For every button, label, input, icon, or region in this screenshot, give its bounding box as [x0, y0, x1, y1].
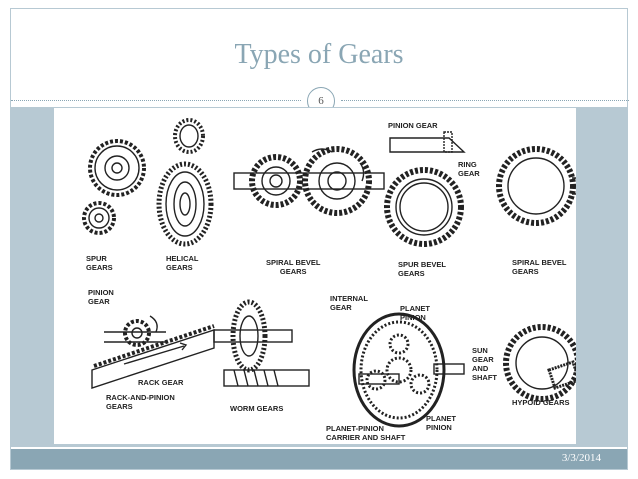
spiral-bevel-pair-drawing [233, 146, 385, 216]
rack-and-pinion-drawing [91, 315, 215, 389]
helical-gears-drawing [156, 118, 214, 247]
label-ring-gear: RING GEAR [458, 160, 480, 178]
title-divider-left [11, 100, 301, 101]
label-pinion-gear-top: PINION GEAR [388, 121, 438, 130]
spur-bevel-gears-drawing [384, 131, 466, 247]
label-spur-bevel-gears: SPUR BEVEL GEARS [398, 260, 446, 278]
label-helical-gears: HELICAL GEARS [166, 254, 199, 272]
label-spiral-bevel-pair: SPIRAL BEVEL GEARS [266, 258, 321, 276]
label-pinion-gear-rack: PINION GEAR [88, 288, 114, 306]
label-worm-gears: WORM GEARS [230, 404, 284, 413]
content-panel: SPUR GEARS HELICAL GEARS SPIRAL BEVEL GE… [11, 107, 627, 447]
spiral-bevel-single-drawing [496, 146, 576, 226]
label-rack-gear: RACK GEAR [138, 378, 184, 387]
gear-drawings [82, 118, 576, 428]
label-hypoid-gears: HYPOID GEARS [512, 398, 570, 407]
worm-gears-drawing [213, 299, 310, 387]
label-spiral-bevel-single: SPIRAL BEVEL GEARS [512, 258, 567, 276]
gear-types-illustration: SPUR GEARS HELICAL GEARS SPIRAL BEVEL GE… [54, 108, 576, 444]
label-rack-and-pinion-gears: RACK-AND-PINION GEARS [106, 393, 175, 411]
slide: Types of Gears 6 [10, 8, 629, 470]
hypoid-gears-drawing [503, 324, 576, 402]
footer-bar: 3/3/2014 [11, 449, 627, 469]
footer-date: 3/3/2014 [561, 452, 601, 464]
label-planet-pinion-top: PLANET PINION [400, 304, 430, 322]
slide-title: Types of Gears [234, 39, 404, 70]
spur-gears-drawing [82, 139, 146, 235]
label-spur-gears: SPUR GEARS [86, 254, 113, 272]
label-planet-pinion-carrier: PLANET-PINION CARRIER AND SHAFT [326, 424, 406, 442]
label-sun-gear-and-shaft: SUN GEAR AND SHAFT [472, 346, 497, 382]
label-planet-pinion-bottom: PLANET PINION [426, 414, 456, 432]
label-internal-gear: INTERNAL GEAR [330, 294, 368, 312]
planetary-gears-drawing [352, 312, 465, 428]
title-divider-right [341, 100, 629, 101]
